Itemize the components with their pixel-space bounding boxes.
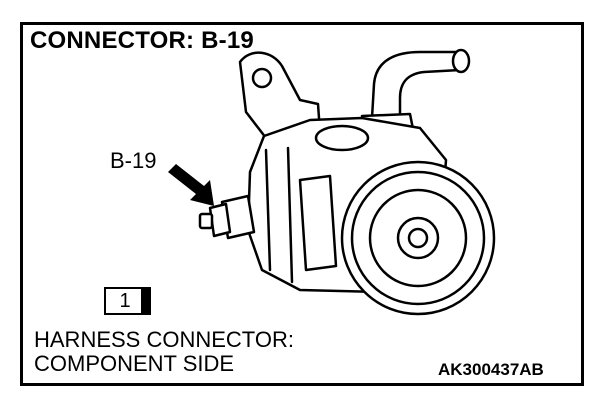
- connector-pin: [198, 212, 214, 230]
- caption-line-2: COMPONENT SIDE: [34, 351, 235, 376]
- body-casting-line-2: [286, 146, 294, 284]
- connector-lock-tab: [141, 289, 149, 313]
- diagram-title: CONNECTOR: B-19: [30, 27, 254, 54]
- callout-arrow: [168, 164, 214, 206]
- bracket-bolt-hole: [251, 67, 273, 89]
- callout-label: B-19: [110, 148, 157, 173]
- pulley-shaft: [407, 227, 429, 249]
- outlet-pipe: [370, 50, 462, 124]
- reservoir-cap: [314, 124, 370, 152]
- body-casting-line: [264, 148, 272, 272]
- connector-pin-box: 1: [104, 287, 151, 315]
- diagram-frame: [20, 22, 584, 386]
- figure-code: AK300437AB: [438, 360, 544, 379]
- body-flange: [298, 174, 338, 272]
- connector-pin-number: 1: [119, 290, 131, 312]
- caption-line-1: HARNESS CONNECTOR:: [34, 327, 294, 352]
- caption: HARNESS CONNECTOR: COMPONENT SIDE: [34, 328, 294, 376]
- outlet-pipe-end: [451, 48, 471, 74]
